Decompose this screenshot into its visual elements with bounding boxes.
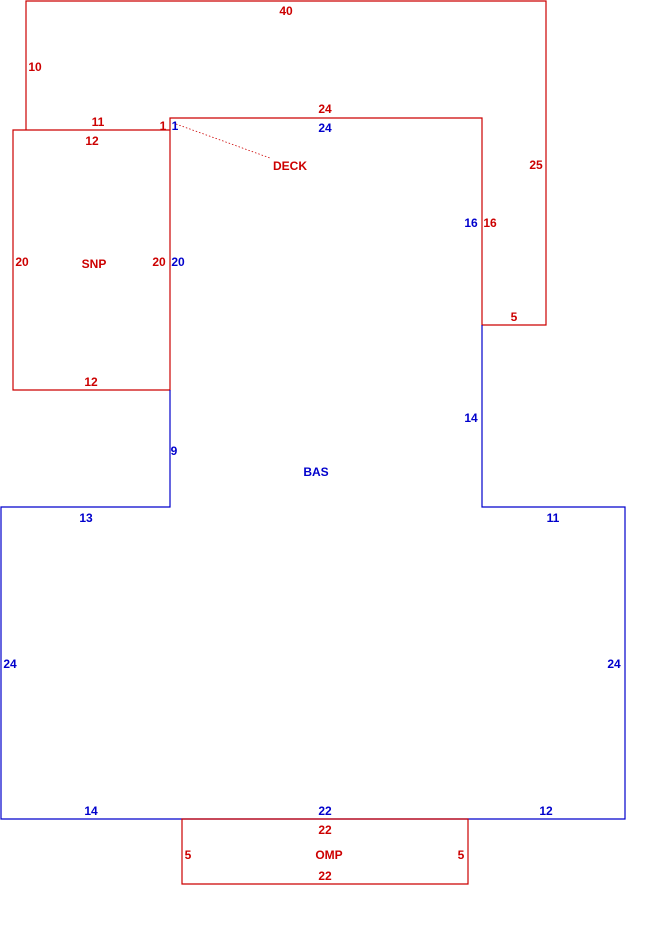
deck-outline <box>25 0 547 326</box>
deck-inner-top-dimension: 24 <box>318 102 332 116</box>
omp-bottom-dimension: 22 <box>318 869 332 883</box>
deck-bottom-right-dimension: 5 <box>511 310 518 324</box>
deck-left-dimension: 10 <box>28 60 42 74</box>
omp-top-dimension: 22 <box>318 823 332 837</box>
omp-outline <box>181 818 469 885</box>
bas-mid-left-dimension: 9 <box>171 444 178 458</box>
deck-right-dimension: 25 <box>529 158 543 172</box>
bas-mid-right-dimension: 14 <box>464 411 478 425</box>
bas-ledge-left-dimension: 13 <box>79 511 93 525</box>
deck-label: DECK <box>273 159 307 173</box>
bas-bottom-left-dimension: 14 <box>84 804 98 818</box>
bas-ledge-right-dimension: 11 <box>547 511 560 525</box>
deck-inner-right-dimension: 16 <box>483 216 497 230</box>
snp-bottom-dimension: 12 <box>84 375 98 389</box>
snp-top-dimension: 12 <box>85 134 99 148</box>
bas-label: BAS <box>303 465 328 479</box>
bas-bottom-right-dimension: 12 <box>539 804 553 818</box>
bas-outline <box>0 325 626 820</box>
bas-upper-left-dimension: 20 <box>171 255 185 269</box>
bas-top-dimension: 24 <box>318 121 332 135</box>
omp-label: OMP <box>315 848 342 862</box>
snp-left-dimension: 20 <box>15 255 29 269</box>
bas-left-dimension: 24 <box>3 657 17 671</box>
snp-right-dimension: 20 <box>152 255 166 269</box>
snp-label: SNP <box>82 257 107 271</box>
omp-right-dimension: 5 <box>458 848 465 862</box>
deck-small-dimension: 1 <box>160 119 167 133</box>
omp-left-dimension: 5 <box>185 848 192 862</box>
bas-right-dimension: 24 <box>607 657 621 671</box>
deck-bottom-left-dimension: 11 <box>92 115 105 129</box>
bas-small-dimension: 1 <box>172 119 179 133</box>
bas-upper-right-dimension: 16 <box>464 216 478 230</box>
deck-top-dimension: 40 <box>279 4 293 18</box>
deck-leader-line <box>175 123 271 159</box>
bas-bottom-mid-dimension: 22 <box>318 804 332 818</box>
